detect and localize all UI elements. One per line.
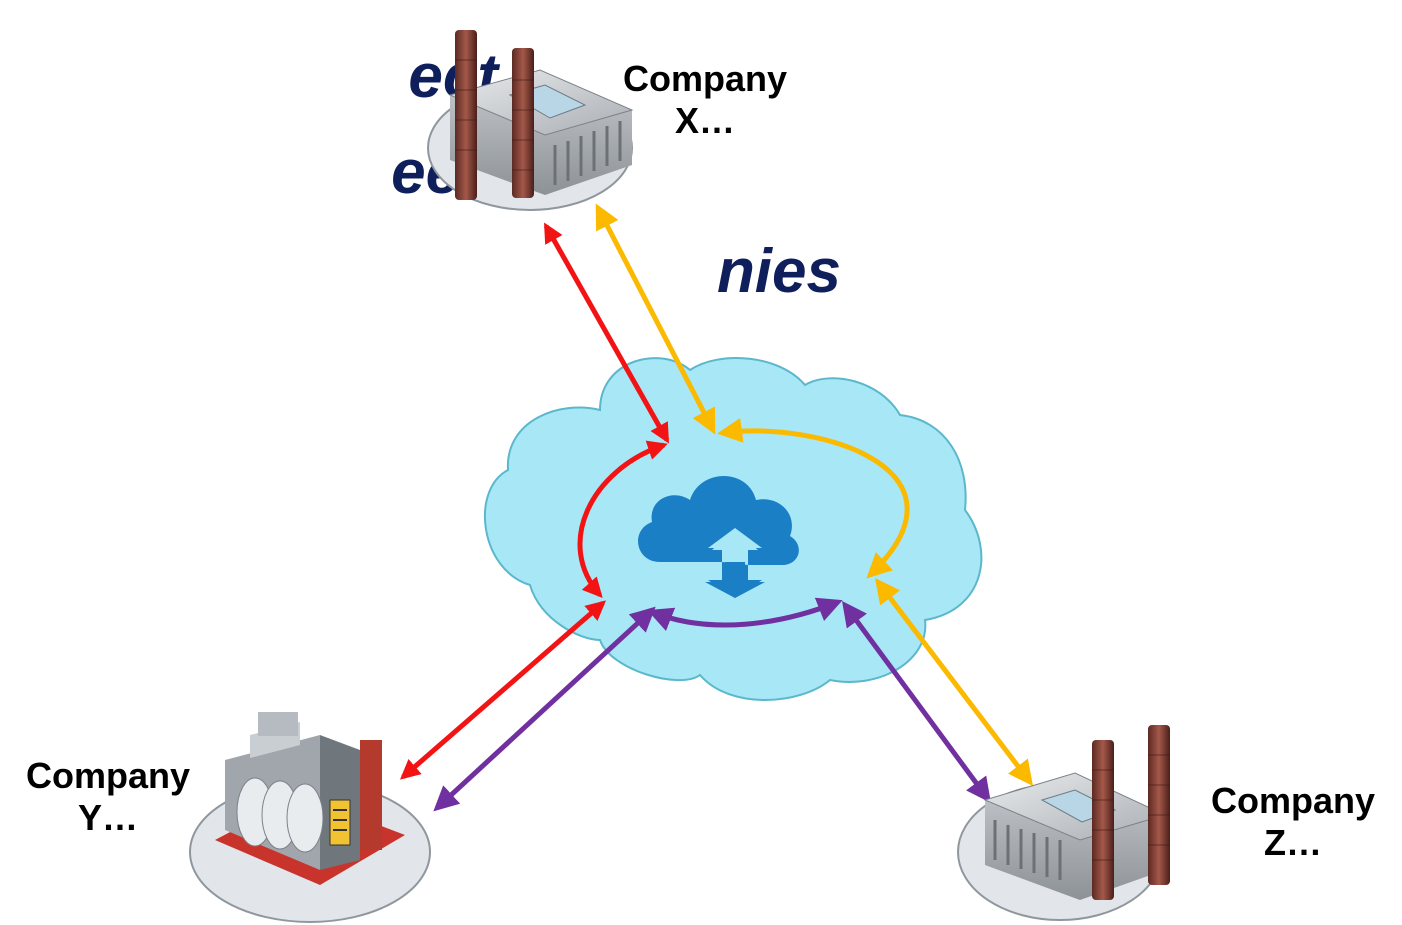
company-z-name: Company: [1210, 780, 1376, 821]
factory-icon: [448, 30, 634, 200]
company-z-label: Company Z…: [1193, 780, 1393, 864]
link-y-purple: [433, 606, 656, 812]
company-x-node: [427, 30, 634, 211]
company-x-suffix: X…: [674, 100, 735, 142]
company-y-node: [189, 712, 431, 923]
link-arc-purple: [647, 597, 843, 631]
link-y-red: [399, 600, 607, 780]
company-x-name: Company: [622, 58, 788, 99]
company-z-node: [957, 725, 1170, 921]
company-y-suffix: Y…: [77, 797, 138, 839]
company-x-label: Company X…: [605, 58, 805, 142]
title-line-3: nies: [716, 237, 841, 306]
factory-icon: [983, 725, 1170, 900]
link-z-yellow: [874, 578, 1034, 786]
link-arc-yellow: [717, 417, 910, 579]
link-arc-red: [577, 440, 668, 598]
power-plant-icon: [215, 712, 405, 885]
link-x-yellow: [595, 203, 716, 435]
company-y-label: Company Y…: [8, 755, 208, 839]
cloud-hub: [483, 357, 983, 701]
company-z-suffix: Z…: [1264, 822, 1322, 864]
company-y-name: Company: [25, 755, 191, 796]
